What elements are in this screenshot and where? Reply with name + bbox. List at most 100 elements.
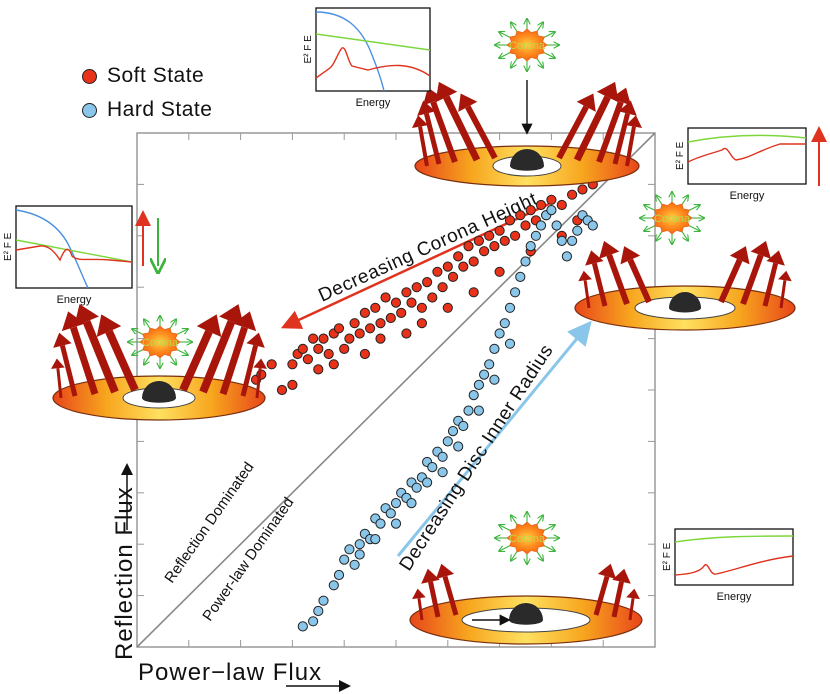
y-axis-label: Reflection Flux	[111, 486, 138, 660]
hard-state-point	[422, 477, 433, 488]
soft-state-point	[396, 307, 407, 318]
corona: Corona	[495, 19, 559, 71]
reflection-column	[417, 598, 424, 621]
corona: Corona	[495, 512, 559, 564]
soft-state-point	[276, 384, 288, 396]
reflection-column	[255, 368, 262, 399]
hard-state-point	[411, 482, 422, 493]
reflection-column-head	[51, 358, 65, 369]
reflection-column-head	[219, 304, 244, 327]
reflection-column-head	[610, 87, 632, 106]
soft-state-point	[287, 359, 298, 370]
soft-state-point	[333, 323, 345, 334]
soft-state-point	[359, 348, 370, 360]
disc-radius-arrow	[396, 320, 592, 557]
black-hole	[142, 381, 176, 398]
hard-state-point	[354, 539, 365, 550]
reflection-column	[612, 112, 631, 165]
corona-cloud	[506, 521, 548, 555]
reflection-column-head	[435, 81, 458, 103]
hard-state-point	[333, 569, 345, 581]
reflection-column-head	[435, 563, 455, 580]
hard-state-point	[328, 580, 339, 591]
soft-state-point	[525, 205, 536, 216]
soft-state-point	[380, 292, 391, 303]
soft-state-point	[287, 379, 298, 390]
hard-state-point	[572, 225, 583, 236]
soft-state-point	[302, 354, 313, 365]
soft-state-label: Soft State	[107, 64, 205, 87]
soft-state-point	[546, 194, 557, 205]
hard-state-point	[447, 426, 459, 437]
reflection-column-head	[612, 568, 631, 584]
hard-state-point	[525, 241, 536, 252]
soft-state-point	[416, 302, 427, 313]
black-hole	[510, 149, 544, 166]
reflection-column-head	[766, 250, 785, 266]
inset-curves	[316, 11, 430, 91]
soft-state-point	[401, 287, 412, 298]
soft-state-point	[375, 318, 386, 329]
reflection-column-head	[411, 115, 429, 129]
inset-ylabel: E² F E	[675, 141, 686, 170]
soft-state-point	[535, 199, 547, 211]
system-right: Corona	[574, 192, 796, 331]
hard-state-point	[520, 256, 531, 267]
inset-xlabel: Energy	[356, 97, 391, 109]
hard-state-point	[297, 621, 308, 632]
inset-frame	[315, 7, 431, 92]
hard-state-point	[535, 220, 547, 231]
reflection-column-head	[618, 100, 637, 116]
soft-state-point	[458, 261, 469, 272]
black-hole-base	[510, 161, 544, 171]
soft-state-point	[468, 256, 479, 267]
soft-state-point	[344, 333, 355, 344]
soft-state-point	[504, 215, 516, 226]
reflection-column-head	[597, 563, 617, 580]
soft-state-point	[509, 230, 521, 241]
reflection-column	[627, 258, 652, 304]
black-hole-base	[142, 393, 176, 403]
reflection-column-head	[74, 304, 99, 327]
hard-state-point	[499, 318, 510, 329]
reflection-column	[59, 344, 78, 397]
scatter-points	[251, 179, 598, 632]
hard-state-point	[504, 302, 516, 313]
soft-state-point	[422, 277, 433, 288]
hard-state-label: Hard State	[107, 98, 213, 121]
corona-label: Corona	[654, 213, 691, 225]
hard-state-point	[385, 508, 396, 519]
legend-soft-state: Soft State	[82, 64, 204, 88]
hard-state-point	[489, 343, 500, 354]
soft-state-point	[385, 312, 396, 324]
hard-state-point	[494, 328, 505, 339]
hard-state-point	[318, 595, 329, 606]
hard-state-point	[587, 220, 598, 231]
powerlaw-curve	[16, 239, 132, 263]
reflection-column	[82, 320, 119, 394]
soft-state-point	[328, 359, 339, 370]
reflection-column	[465, 105, 498, 160]
reflection-column	[593, 575, 610, 616]
reflection-column	[423, 112, 442, 165]
soft-state-point	[359, 307, 370, 318]
hard-state-marker	[82, 102, 97, 118]
x-axis-label: Power−law Flux	[138, 659, 322, 686]
plot-ticks	[137, 133, 655, 647]
inset-ylabel: E² F E	[3, 232, 14, 261]
reflection-column	[740, 254, 764, 306]
reflection-column	[199, 320, 236, 394]
hard-state-point	[463, 405, 474, 416]
reflection-curve	[688, 143, 806, 163]
hard-state-point	[515, 271, 526, 282]
one-to-one-line	[136, 132, 656, 648]
system-bottom: Corona	[409, 512, 643, 645]
reflection-column-head	[599, 240, 620, 259]
hard-state-point	[437, 451, 448, 462]
inset-frame	[674, 528, 794, 586]
